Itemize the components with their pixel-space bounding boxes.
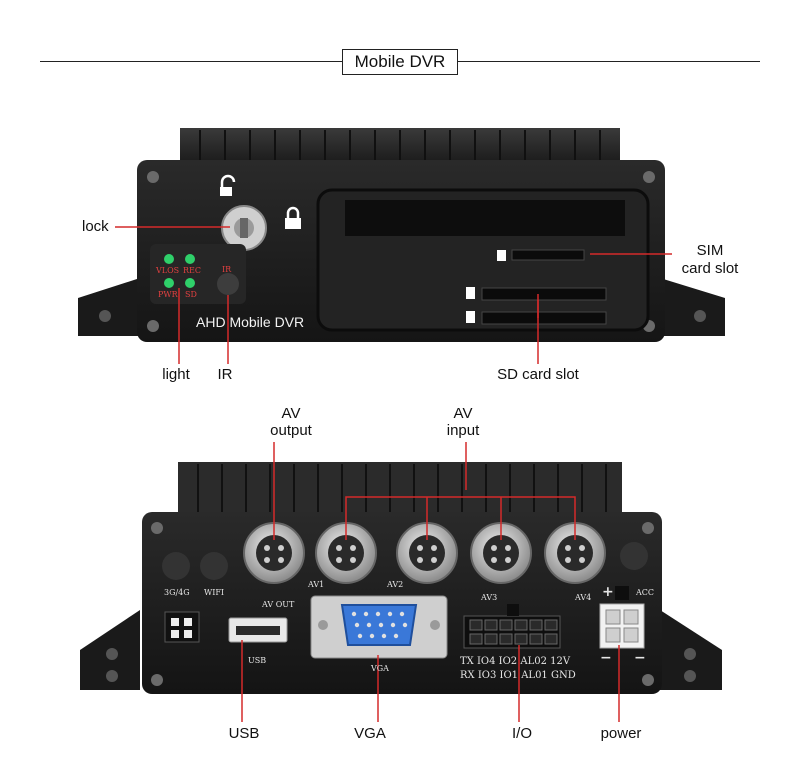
label-plus: +	[602, 584, 614, 600]
sim-icon	[497, 250, 506, 261]
callout-light: light	[162, 366, 190, 383]
label-vga: VGA	[371, 664, 389, 673]
ir-label: IR	[222, 265, 232, 274]
antenna-wifi	[200, 552, 228, 580]
led-label-sd: SD	[185, 290, 197, 299]
unlock-icon	[220, 174, 236, 188]
antenna-extra	[620, 542, 648, 570]
ir-sensor	[217, 273, 239, 295]
label-minus-left: −	[600, 650, 612, 666]
label-acc: ACC	[636, 588, 655, 597]
callout-av-output-line2: output	[270, 422, 312, 439]
callout-lock: lock	[82, 218, 109, 235]
label-av1: AV1	[308, 580, 325, 589]
title-rule-right	[456, 61, 760, 62]
sd-slot-1	[481, 287, 607, 301]
led-label-pwr: PWR	[158, 290, 178, 299]
title-rule-left	[40, 61, 342, 62]
front-bracket-left	[78, 278, 140, 336]
label-io-row2: RX IO3 IO1 AL01 GND	[460, 670, 576, 681]
callout-power: power	[600, 725, 642, 742]
callout-ir: IR	[217, 366, 233, 383]
label-3g4g: 3G/4G	[164, 588, 190, 597]
callout-io: I/O	[511, 725, 533, 742]
callout-av-output-line1: AV	[281, 405, 301, 422]
label-minus-right: −	[634, 650, 646, 666]
antenna-3g4g	[162, 552, 190, 580]
padlock-icon	[286, 206, 300, 218]
label-av-out: AV OUT	[262, 600, 295, 609]
label-av3: AV3	[481, 593, 498, 602]
callout-usb: USB	[228, 725, 260, 742]
sd-icon	[466, 311, 475, 323]
sd-icon	[466, 287, 475, 299]
callout-av-input-line2: input	[446, 422, 480, 439]
callout-sim-line1: SIM	[696, 242, 724, 259]
callout-vga: VGA	[354, 725, 386, 742]
label-av2: AV2	[387, 580, 404, 589]
label-io-row1: TX IO4 IO2 AL02 12V	[460, 656, 571, 667]
callout-sim-line2: card slot	[681, 260, 739, 277]
page-title: Mobile DVR	[342, 49, 458, 75]
port-3g4g-power	[164, 611, 200, 643]
label-usb: USB	[248, 656, 267, 665]
label-av4: AV4	[575, 593, 592, 602]
front-bracket-right	[660, 278, 725, 336]
sim-slot	[511, 249, 585, 261]
front-slot-recess	[345, 200, 625, 236]
callout-av-input-line1: AV	[453, 405, 473, 422]
led-label-vlos: VLOS	[156, 266, 180, 275]
front-panel-illustration	[78, 128, 725, 364]
front-brand-label: AHD Mobile DVR	[196, 314, 305, 330]
label-wifi: WIFI	[204, 588, 225, 597]
callout-sd: SD card slot	[497, 366, 579, 383]
rear-fins	[178, 462, 622, 516]
led-label-rec: REC	[183, 266, 201, 275]
sd-slot-2	[481, 311, 607, 325]
